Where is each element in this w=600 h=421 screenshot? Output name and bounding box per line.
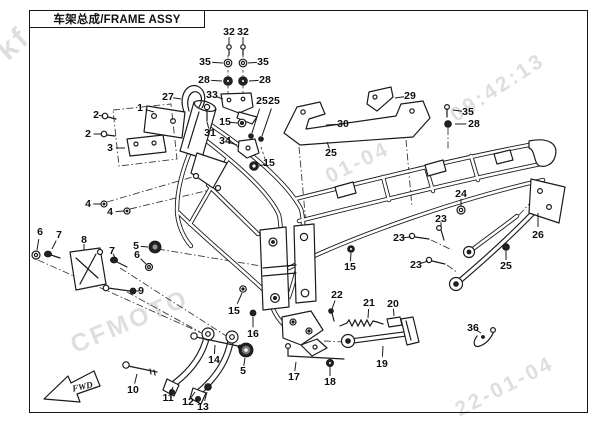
callout-label-29: 29: [404, 89, 416, 102]
callout-label-12: 12: [182, 395, 194, 408]
callout-label-25: 25: [256, 94, 268, 107]
callout-label-35: 35: [462, 105, 474, 118]
callout-label-15: 15: [219, 115, 231, 128]
callout-label-33: 33: [206, 88, 218, 101]
callout-label-6: 6: [37, 225, 43, 238]
callout-label-28: 28: [198, 73, 210, 86]
callout-label-2: 2: [85, 127, 91, 140]
main-frame-art: [100, 100, 557, 332]
fwd-arrow: FWD: [43, 370, 101, 403]
callout-label-10: 10: [127, 383, 139, 396]
page-title: 车架总成/FRAME ASSY: [53, 14, 181, 26]
title-box: 车架总成/FRAME ASSY: [29, 10, 205, 28]
callout-label-15: 15: [228, 304, 240, 317]
callout-label-21: 21: [363, 296, 375, 309]
callout-label-3: 3: [107, 141, 113, 154]
callout-label-36: 36: [467, 321, 479, 334]
callout-label-24: 24: [455, 187, 467, 200]
callout-label-23: 23: [393, 231, 405, 244]
callout-label-34: 34: [219, 134, 231, 147]
callout-label-18: 18: [324, 375, 336, 388]
rear-bracket-art: [408, 178, 566, 348]
callout-label-4: 4: [107, 205, 113, 218]
callout-label-20: 20: [387, 297, 399, 310]
callout-label-13: 13: [197, 400, 209, 413]
callout-label-27: 27: [162, 90, 174, 103]
callout-label-23: 23: [435, 212, 447, 225]
callout-label-28: 28: [259, 73, 271, 86]
callout-label-6: 6: [134, 248, 140, 261]
callout-label-9: 9: [138, 284, 144, 297]
callout-label-4: 4: [85, 197, 91, 210]
callout-label-15: 15: [344, 260, 356, 273]
callout-label-26: 26: [532, 228, 544, 241]
callout-label-11: 11: [162, 391, 174, 404]
callout-label-23: 23: [410, 258, 422, 271]
callout-label-7: 7: [56, 228, 62, 241]
callout-label-35: 35: [257, 55, 269, 68]
callout-label-32: 32: [237, 25, 249, 38]
callout-label-30: 30: [337, 117, 349, 130]
callout-label-28: 28: [468, 117, 480, 130]
top-fasteners-art: [181, 44, 452, 159]
callout-label-19: 19: [376, 357, 388, 370]
callout-label-1: 1: [137, 101, 143, 114]
callout-label-35: 35: [199, 55, 211, 68]
callout-label-5: 5: [133, 239, 139, 252]
fwd-label: FWD: [70, 379, 94, 393]
callout-label-31: 31: [204, 126, 216, 139]
side-stand-art: [281, 308, 420, 367]
callout-label-8: 8: [81, 233, 87, 246]
callout-label-25: 25: [325, 146, 337, 159]
callout-label-7: 7: [109, 244, 115, 257]
callout-label-15: 15: [263, 156, 275, 169]
stay-arms-art: [122, 309, 257, 405]
callout-label-22: 22: [331, 288, 343, 301]
callout-label-25: 25: [268, 94, 280, 107]
callout-label-5: 5: [240, 364, 246, 377]
callout-label-2: 2: [93, 108, 99, 121]
callout-label-25: 25: [500, 259, 512, 272]
callout-label-16: 16: [247, 327, 259, 340]
callout-label-14: 14: [208, 353, 220, 366]
callout-label-32: 32: [223, 25, 235, 38]
callout-label-17: 17: [288, 370, 300, 383]
left-parts-art: [31, 240, 162, 295]
